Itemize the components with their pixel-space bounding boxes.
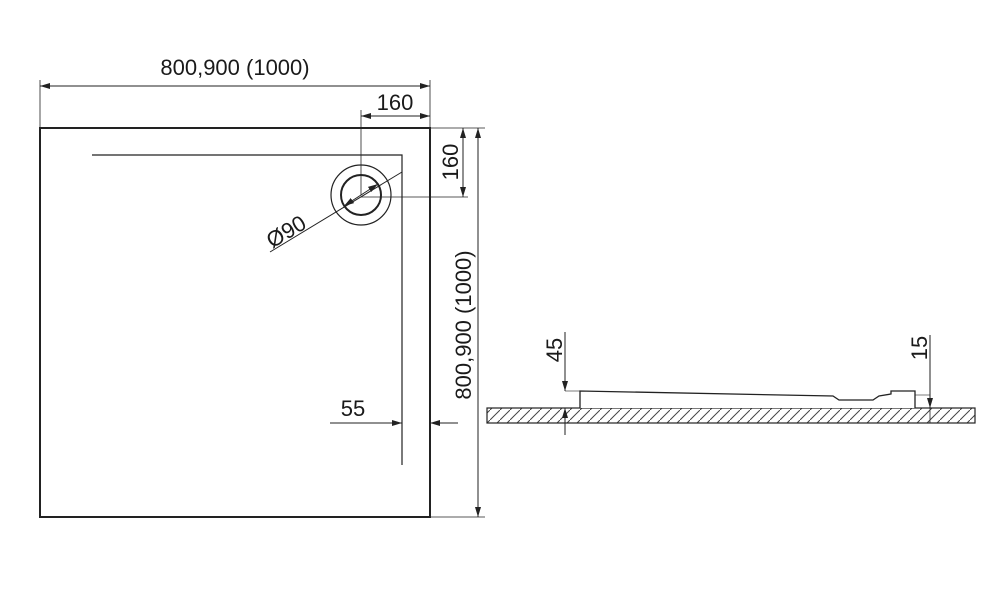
drain-diameter: Ø90 <box>262 210 311 253</box>
width-dimension: 800,900 (1000) <box>160 55 309 80</box>
section-view <box>486 332 976 435</box>
rim-dimension: 55 <box>341 396 365 421</box>
section-height-dimension: 45 <box>542 338 567 362</box>
plan-view <box>39 80 485 518</box>
section-foot-dimension: 15 <box>907 336 932 360</box>
inner-rim-line <box>92 154 403 465</box>
tray-outline <box>39 127 431 518</box>
drain-x-dimension: 160 <box>377 90 414 115</box>
tray-section <box>579 390 916 408</box>
height-dimension: 800,900 (1000) <box>451 250 476 399</box>
floor-hatch <box>486 407 976 424</box>
drain-y-dimension: 160 <box>438 144 463 181</box>
